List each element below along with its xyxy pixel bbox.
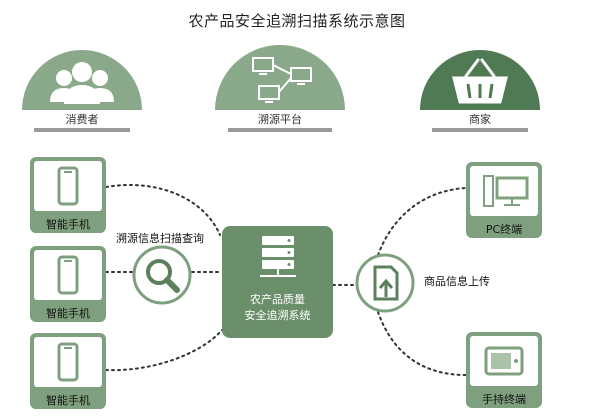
phone-card-1: 智能手机	[30, 157, 106, 233]
upload-label: 商品信息上传	[424, 275, 490, 288]
center-title-line1: 农产品质量	[250, 293, 305, 306]
platform-label: 溯源平台	[258, 113, 302, 126]
merchant-node	[420, 40, 540, 110]
document-upload-icon	[355, 253, 415, 313]
handheld-terminal-label: 手持终端	[482, 393, 526, 406]
merchant-divider	[432, 128, 528, 132]
phone-card-3: 智能手机	[30, 333, 106, 409]
people-icon	[22, 50, 142, 110]
handheld-terminal-card: 手持终端	[466, 332, 542, 408]
handheld-terminal-icon	[484, 346, 524, 376]
consumer-label: 消费者	[65, 113, 99, 126]
scan-node	[132, 245, 192, 305]
platform-divider	[228, 128, 332, 132]
consumer-divider	[34, 128, 130, 132]
center-title-line2: 安全追溯系统	[244, 309, 311, 322]
pc-terminal-label: PC终端	[485, 223, 523, 236]
merchant-label: 商家	[469, 113, 491, 126]
basket-icon	[420, 50, 540, 110]
phone-label-2: 智能手机	[46, 307, 90, 320]
phone-card-2: 智能手机	[30, 246, 106, 322]
magnifier-icon	[132, 245, 192, 305]
consumer-node	[22, 40, 142, 110]
network-icon	[215, 45, 345, 110]
smartphone-icon	[57, 166, 79, 206]
center-system-card: 农产品质量 安全追溯系统	[222, 226, 333, 338]
server-icon	[260, 236, 296, 277]
diagram-title: 农产品安全追溯扫描系统示意图	[188, 12, 406, 30]
smartphone-icon	[57, 342, 79, 382]
pc-icon	[483, 175, 529, 207]
pc-terminal-card: PC终端	[466, 162, 542, 238]
platform-node	[215, 40, 345, 110]
smartphone-icon	[57, 255, 79, 295]
scan-label: 溯源信息扫描查询	[116, 232, 204, 245]
phone-label-3: 智能手机	[46, 394, 90, 407]
upload-node	[355, 253, 415, 313]
phone-label-1: 智能手机	[46, 218, 90, 231]
